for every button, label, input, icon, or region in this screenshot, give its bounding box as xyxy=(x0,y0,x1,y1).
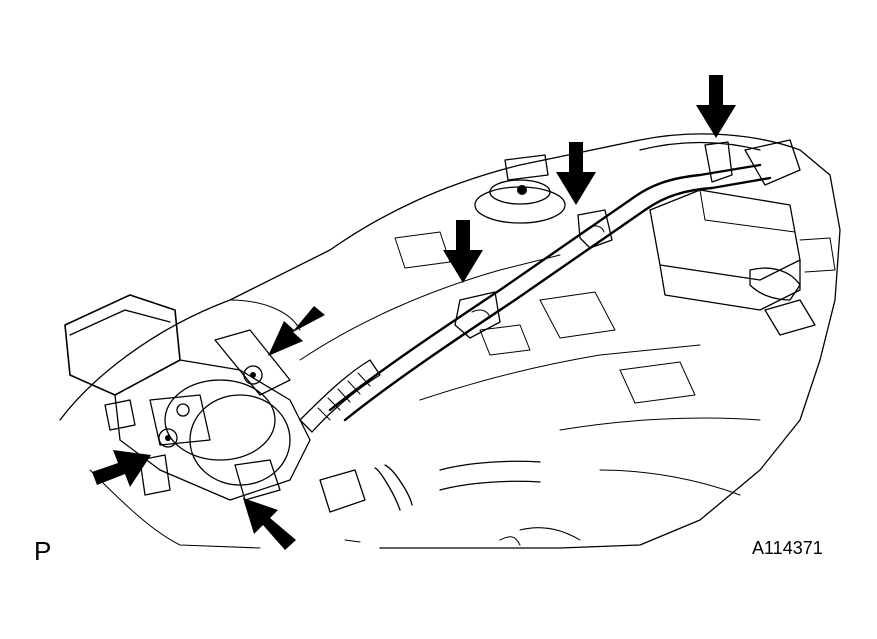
right-component-block xyxy=(649,139,836,336)
callout-arrow-bottom xyxy=(243,498,296,550)
line-clamp-2 xyxy=(577,209,613,249)
bolt-left xyxy=(158,428,178,448)
line-clamp-3 xyxy=(704,141,733,183)
bolt-mid xyxy=(176,403,190,417)
callout-arrow-top-right xyxy=(696,75,736,138)
line-clamp-1 xyxy=(454,291,501,339)
fuel-lines xyxy=(328,141,772,422)
charcoal-canister xyxy=(64,294,311,501)
fuel-pump-cap xyxy=(474,154,566,224)
figure-code-label: A114371 xyxy=(752,538,823,558)
callout-arrow-clamp-middle xyxy=(556,142,596,205)
callout-arrow-bolt-upper xyxy=(268,306,325,356)
view-letter-label: P xyxy=(34,536,52,566)
fuel-tank xyxy=(59,133,841,549)
corrugated-hose xyxy=(299,359,381,433)
lower-fittings xyxy=(319,460,581,546)
callout-arrow-clamp-left xyxy=(443,220,483,283)
callout-arrow-bolt-left xyxy=(92,450,151,487)
bolt-upper xyxy=(243,365,263,385)
